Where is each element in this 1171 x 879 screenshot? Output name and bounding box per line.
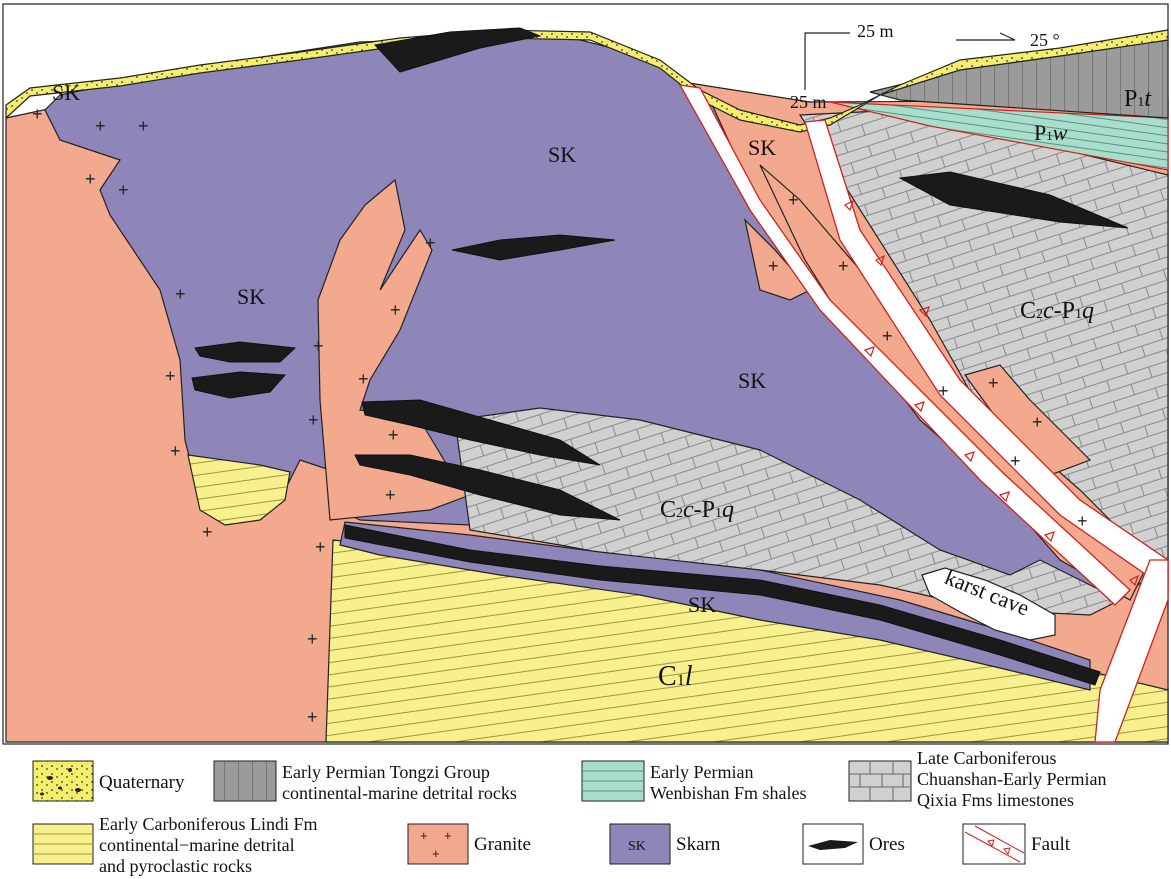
svg-text:+: + [138,116,149,136]
svg-text:+: + [420,828,428,843]
legend-label-skarn: Skarn [676,834,721,855]
legend-label-chuanshan-2: Chuanshan-Early Permian [917,769,1106,789]
legend-label-wenbishan-1: Early Permian [650,762,753,782]
legend-swatch-fault [963,824,1025,864]
label-c2c-p1q-right: C2c-P1q [1020,298,1094,324]
svg-text:+: + [1032,412,1043,432]
svg-text:+: + [788,190,799,210]
label-c2c-p1q-center: C2c-P1q [660,497,734,523]
legend-label-tongzi-2: continental-marine detrital rocks [282,783,517,803]
geologic-cross-section: + + + + + + + + + + + + + + + + + + + + + + + + + + + + SK… [0,0,1171,748]
legend-label-lindi-3: and pyroclastic rocks [99,856,252,876]
svg-text:+: + [838,256,849,276]
svg-text:+: + [444,828,452,843]
svg-text:+: + [358,369,369,389]
label-sk-center: SK [548,142,576,167]
svg-text:+: + [32,104,43,124]
svg-text:+: + [170,441,181,461]
label-sk-right-center: SK [738,368,766,393]
legend-swatch-limestone [849,761,911,801]
dip-angle-label: 25 ° [1030,30,1060,50]
svg-text:+: + [308,410,319,430]
legend-label-quaternary: Quaternary [99,772,185,793]
label-sk-left: SK [237,284,265,309]
svg-text:+: + [425,233,436,253]
svg-text:+: + [202,522,213,542]
svg-text:+: + [432,846,440,861]
svg-text:+: + [307,707,318,727]
svg-text:+: + [1010,451,1021,471]
svg-text:+: + [882,326,893,346]
svg-text:+: + [390,300,401,320]
svg-text:+: + [315,537,326,557]
svg-text:+: + [118,180,129,200]
label-c1l: C1l [658,661,693,692]
svg-text:+: + [307,629,318,649]
legend-label-fault: Fault [1031,834,1071,855]
svg-text:+: + [95,116,106,136]
legend-label-wenbishan-2: Wenbishan Fm shales [650,783,807,803]
legend-skarn-swatch-label: SK [628,839,646,854]
svg-text:+: + [988,373,999,393]
svg-text:+: + [85,169,96,189]
legend-label-chuanshan-3: Qixia Fms limestones [917,790,1074,810]
svg-text:+: + [313,336,324,356]
svg-text:+: + [385,485,396,505]
svg-text:+: + [165,366,176,386]
legend: + + + SK Quaternary Early Permian Tongzi G… [0,748,1171,879]
svg-text:+: + [938,381,949,401]
legend-label-lindi-2: continental−marine detrital [99,835,295,855]
scale-vertical-label: 25 m [790,92,827,112]
label-sk-bottom: SK [688,592,716,617]
legend-label-tongzi-1: Early Permian Tongzi Group [282,762,490,782]
legend-graphics: + + + SK Quaternary Early Permian Tongzi G… [0,748,1171,879]
label-sk-fault-zone: SK [748,135,776,160]
legend-label-ores: Ores [869,834,905,855]
label-sk-top-left: SK [52,80,80,105]
scale-horizontal-label: 25 m [857,21,894,41]
svg-text:+: + [388,425,399,445]
svg-text:+: + [175,284,186,304]
legend-label-granite: Granite [474,834,531,855]
legend-swatch-tongzi [214,761,276,801]
legend-label-lindi-1: Early Carboniferous Lindi Fm [99,814,317,834]
svg-text:+: + [1077,511,1088,531]
svg-text:+: + [768,256,779,276]
legend-label-chuanshan-1: Late Carboniferous [917,748,1056,768]
